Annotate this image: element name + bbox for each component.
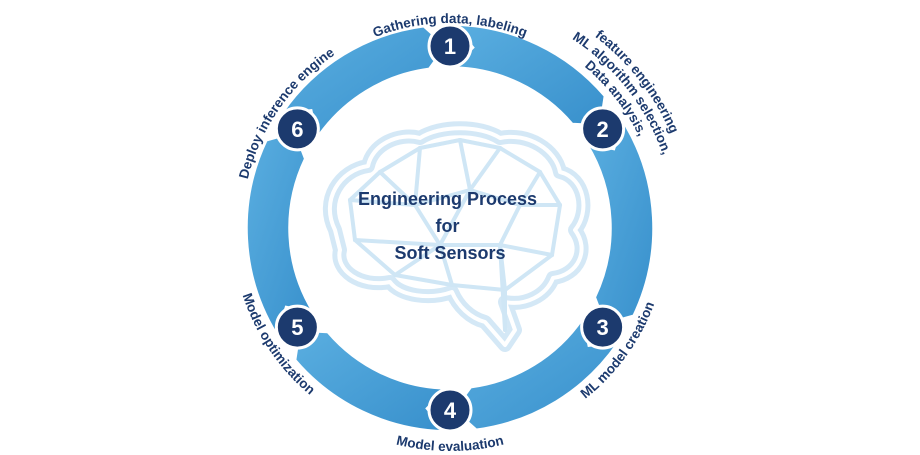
step-label-4: Model evaluation (395, 433, 505, 454)
step-number: 1 (444, 34, 456, 59)
step-number: 6 (291, 117, 303, 142)
step-number: 5 (291, 315, 303, 340)
center-title: Engineering Process for Soft Sensors (358, 189, 542, 263)
step-number: 3 (597, 315, 609, 340)
step-node-4: 4 (427, 387, 473, 433)
step-node-circle (274, 106, 320, 152)
step-node-2: 2 (580, 106, 626, 152)
center-title-line-3: Soft Sensors (394, 243, 505, 263)
step-node-6: 6 (274, 106, 320, 152)
step-nodes: 1 2 3 4 5 6 (274, 23, 626, 433)
brain-network-icon (322, 121, 591, 352)
step-node-1: 1 (427, 23, 473, 69)
step-node-circle (580, 106, 626, 152)
step-node-circle (274, 304, 320, 350)
step-node-circle (427, 387, 473, 433)
step-node-3: 3 (580, 304, 626, 350)
center-title-line-2: for (435, 216, 459, 236)
step-number: 2 (597, 117, 609, 142)
ring-segment-2 (585, 120, 654, 324)
step-label-line: Model evaluation (395, 433, 505, 454)
step-node-5: 5 (274, 304, 320, 350)
process-ring (246, 24, 654, 432)
ring-segment-4 (294, 330, 448, 432)
step-node-circle (427, 23, 473, 69)
step-number: 4 (444, 398, 457, 423)
step-node-circle (580, 304, 626, 350)
center-title-line-1: Engineering Process (358, 189, 537, 209)
